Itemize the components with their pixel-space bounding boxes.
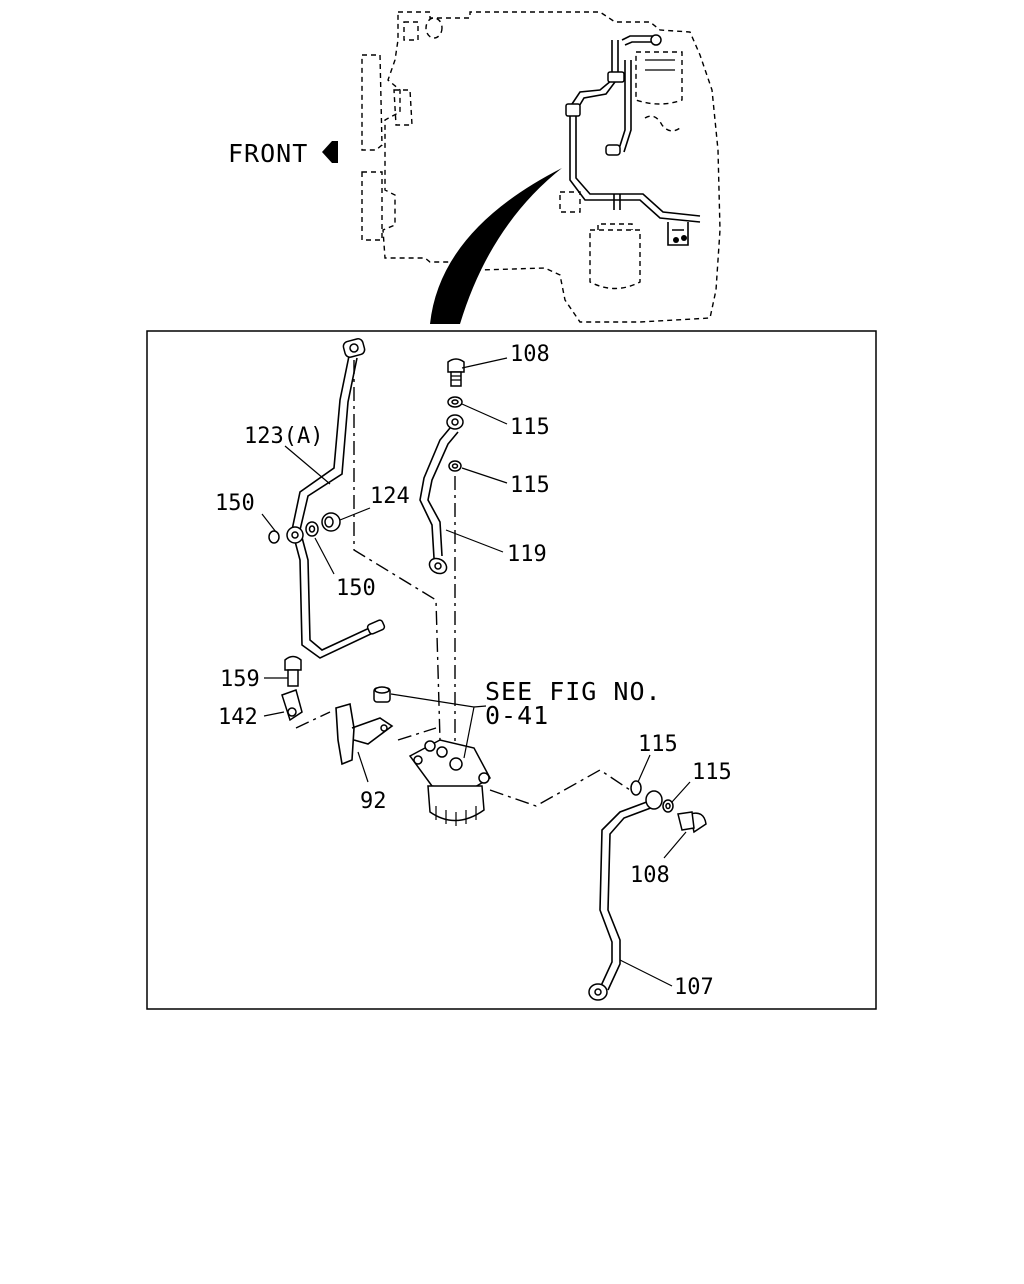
nut-upper <box>373 686 391 703</box>
callout-labels: 108 115 115 119 123(A) 124 150 150 159 1… <box>215 342 732 1000</box>
oil-filter-outline <box>589 229 641 290</box>
front-arrow-icon <box>322 141 338 163</box>
nut-124 <box>321 512 341 532</box>
callout-115-a: 115 <box>510 415 550 440</box>
callout-150-left: 150 <box>215 491 255 516</box>
phantom-line-left <box>353 360 441 741</box>
callout-108-bottom: 108 <box>630 863 670 888</box>
front-label: FRONT <box>228 139 308 168</box>
bracket-92 <box>335 702 394 766</box>
washer-115-c <box>630 780 642 796</box>
bolt-108-top <box>447 358 465 387</box>
callout-115-c: 115 <box>638 732 678 757</box>
leader-lines <box>261 357 691 987</box>
clip-142 <box>281 689 303 722</box>
overview-pipe-1 <box>569 110 701 223</box>
callout-107: 107 <box>674 975 714 1000</box>
washer-150-left <box>268 530 280 544</box>
pipe-119 <box>419 414 464 575</box>
intake-pipe <box>361 54 383 241</box>
callout-108-top: 108 <box>510 342 550 367</box>
pipe-107 <box>588 790 663 1001</box>
callout-150-mid: 150 <box>336 576 376 601</box>
bolt-108-bottom <box>677 811 707 834</box>
phantom-line-right <box>489 769 631 807</box>
zoom-swoosh <box>430 168 562 324</box>
note-see-fig-line1: SEE FIG NO. <box>485 677 662 706</box>
callout-159: 159 <box>220 667 260 692</box>
callout-119: 119 <box>507 542 547 567</box>
note-see-fig-line2: 0-41 <box>485 701 549 730</box>
pipe-123a <box>286 338 386 659</box>
fuel-filter-outline <box>635 51 683 105</box>
bolt-159 <box>284 655 302 687</box>
overview-pipe-3 <box>621 35 655 46</box>
fuel-filter-head <box>408 739 491 826</box>
callout-115-d: 115 <box>692 760 732 785</box>
callout-123a: 123(A) <box>244 424 323 449</box>
engine-overview: FRONT <box>228 11 721 324</box>
callout-92: 92 <box>360 789 387 814</box>
callout-115-b: 115 <box>510 473 550 498</box>
detail-frame <box>146 330 877 1010</box>
engine-outline <box>382 11 721 323</box>
callout-142: 142 <box>218 705 258 730</box>
callout-124: 124 <box>370 484 410 509</box>
overview-pipe-2 <box>571 40 613 105</box>
